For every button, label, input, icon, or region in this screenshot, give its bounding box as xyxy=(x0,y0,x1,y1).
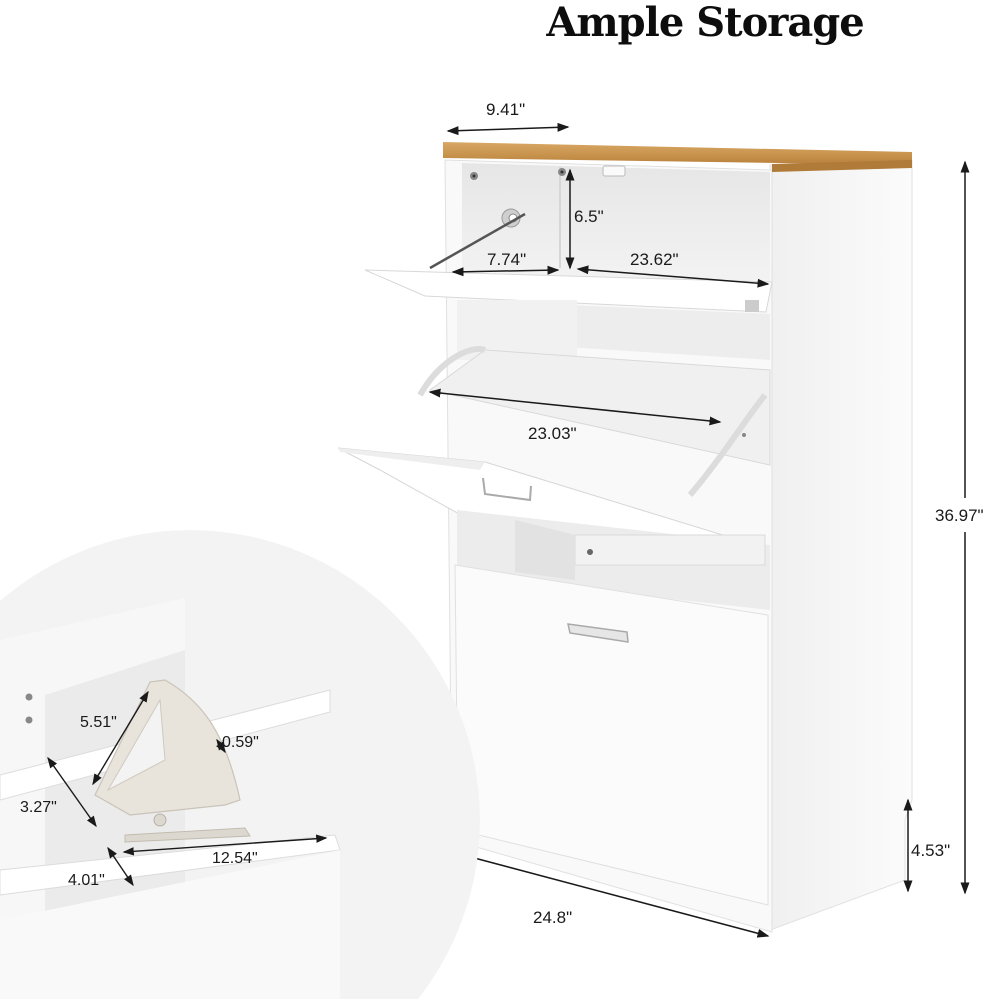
hinge-detail-inset xyxy=(0,530,480,999)
inset-dimension-lines xyxy=(47,690,328,887)
dimension-overall-height: 36.97" xyxy=(935,506,984,525)
inset-dimension-hinge-arm: 5.51" xyxy=(80,714,117,731)
inset-dimension-shelf-gap: 3.27" xyxy=(20,799,57,816)
dimension-inner-width-top: 23.62" xyxy=(630,250,679,269)
top-compartment xyxy=(462,163,770,292)
dimension-lines xyxy=(446,122,970,938)
inset-dimension-lip-depth: 4.01" xyxy=(68,872,105,889)
dimension-base-height: 4.53" xyxy=(911,841,951,860)
inset-dimension-hinge-base: 12.54" xyxy=(212,850,258,867)
dimension-inner-depth-top: 7.74" xyxy=(487,250,527,269)
dimension-inner-height-top: 6.5" xyxy=(574,207,604,226)
dimension-flip-drawer-width: 23.03" xyxy=(528,424,577,443)
page-title: Ample Storage xyxy=(546,0,864,46)
cabinet xyxy=(337,142,913,933)
dimension-overall-width: 24.8" xyxy=(533,908,573,927)
dimension-depth-top: 9.41" xyxy=(486,100,526,119)
cabinet-side-panel xyxy=(769,159,913,931)
bottom-drawer-handle xyxy=(567,623,629,643)
inset-dimension-hinge-thickness: 0.59" xyxy=(222,734,259,751)
wood-top xyxy=(443,142,912,165)
